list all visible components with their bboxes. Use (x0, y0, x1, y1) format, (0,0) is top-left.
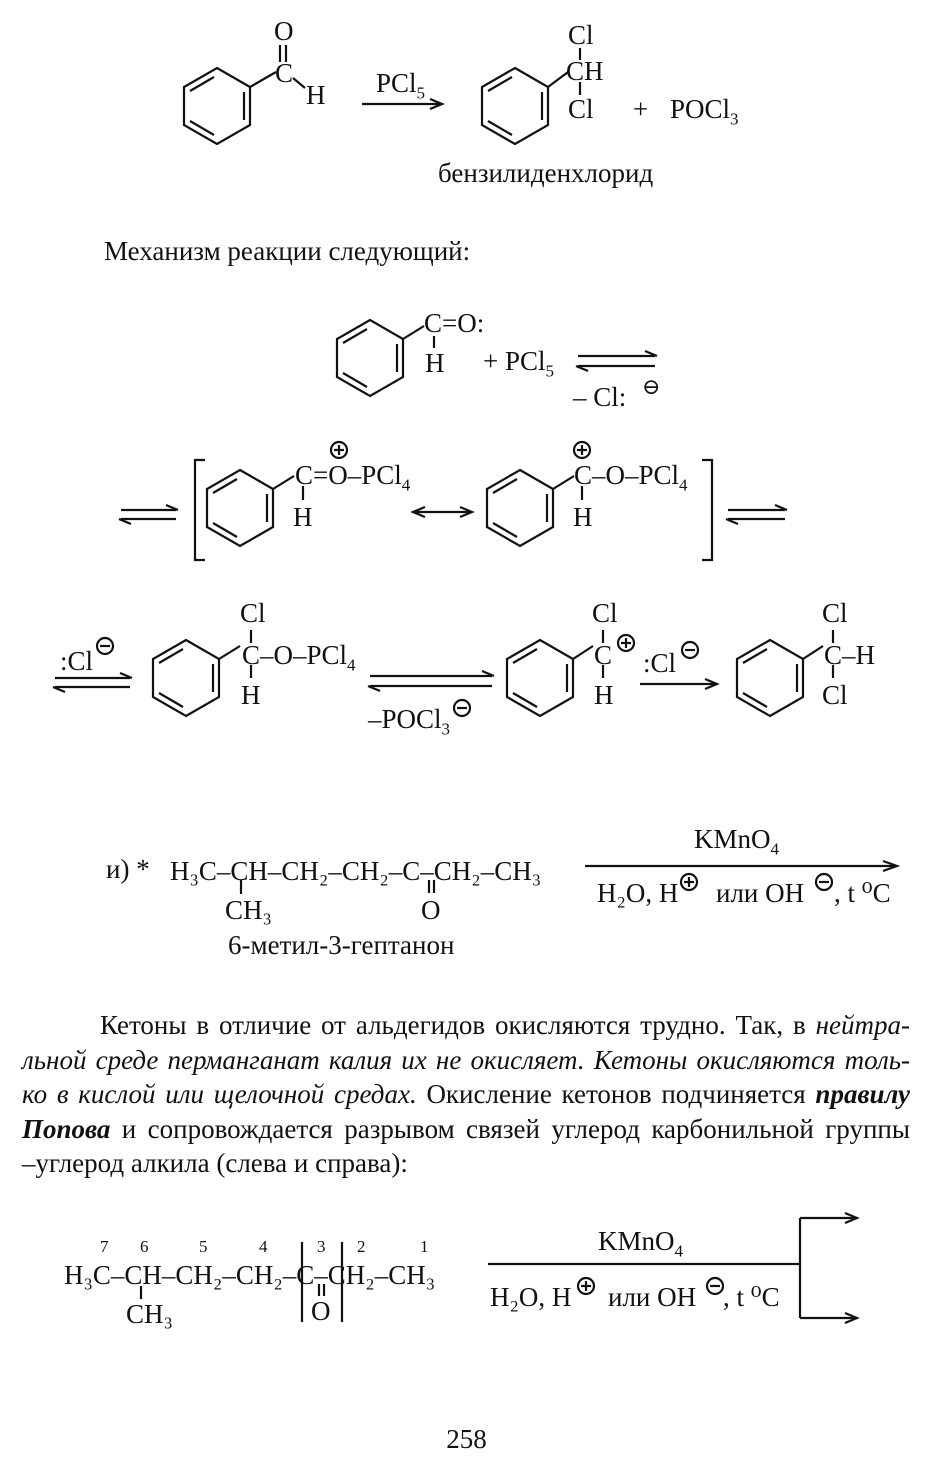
benzene-ring (735, 638, 805, 718)
benzene-ring (151, 638, 221, 718)
step1-h: H (425, 348, 445, 378)
intermediate-cl: Cl (240, 598, 266, 628)
carbocation-cl: Cl (592, 598, 618, 628)
example-name: 6-метил-3-гептанон (228, 930, 455, 960)
example-reagent-bottom-2: или OH (716, 878, 805, 908)
carbocation-h: H (594, 680, 614, 710)
resonance-2: C–O–PCl4 (574, 460, 688, 495)
benzene-ring (480, 66, 550, 146)
numbered-carbonyl-o: O (311, 1296, 331, 1326)
final-cl-bottom: Cl (822, 680, 848, 710)
example-branch: CH₃ (225, 895, 272, 925)
final-cl-top: Cl (822, 598, 848, 628)
product-cl-bottom: Cl (568, 94, 594, 124)
carbon-number-3: 3 (317, 1237, 326, 1256)
reagent-pcl5: PCl5 (376, 68, 426, 103)
numbered-reagent-bottom-3: , t ⁰C (723, 1282, 780, 1312)
benzene-ring (335, 318, 405, 398)
numbered-formula: H₃C–CH–CH₂–CH₂–C–CH₂–CH₃ (64, 1260, 436, 1290)
example-formula: H₃C–CH–CH₂–CH₂–C–CH₂–CH₃ (170, 856, 542, 886)
chloride-attack: :Cl (60, 646, 94, 676)
carbocation-c: C (594, 640, 613, 670)
numbered-reagent-bottom-2: или OH (608, 1282, 697, 1312)
step1-loss: – Cl: (573, 382, 627, 412)
step1-reagent: + PCl5 (483, 346, 555, 381)
example-reagent-bottom-1: H₂O, H (597, 878, 679, 908)
body-paragraph: Кетоны в отличие от альдегидов окисляютс… (22, 1010, 911, 1178)
resonance-1-h: H (293, 502, 313, 532)
final-c-h: C–H (824, 640, 876, 670)
carbon-number-2: 2 (357, 1237, 366, 1256)
example-label: и) * (106, 854, 150, 884)
numbered-reagent-top: KMnO4 (598, 1226, 684, 1261)
byproduct-pocl3: POCl3 (670, 94, 739, 129)
carbon-number-4: 4 (259, 1237, 268, 1256)
carbon-number-6: 6 (140, 1237, 149, 1256)
page-number: 258 (446, 1424, 487, 1454)
chloride-attack-2: :Cl (643, 648, 677, 678)
aldehyde-h: H (306, 80, 326, 110)
minus-charge-icon: ⊖ (642, 374, 661, 399)
benzene-ring (485, 468, 555, 548)
benzene-ring (505, 638, 575, 718)
resonance-1: C=O–PCl4 (295, 460, 411, 495)
intermediate: C–O–PCl4 (242, 640, 356, 675)
plus-sign: + (633, 94, 649, 124)
numbered-branch: CH₃ (126, 1299, 173, 1329)
aldehyde-c: C (275, 58, 294, 88)
aldehyde-o: O (274, 16, 294, 46)
product-ch: CH (566, 56, 604, 86)
step1-group: C=O: (424, 308, 485, 338)
benzene-ring (205, 468, 275, 548)
benzene-ring (182, 66, 252, 146)
pocl3-loss: –POCl3 (368, 704, 451, 739)
carbon-number-5: 5 (199, 1237, 208, 1256)
product-cl-top: Cl (568, 20, 594, 50)
product-name: бензилиденхлорид (438, 158, 654, 188)
carbon-number-7: 7 (100, 1237, 109, 1256)
intermediate-h: H (241, 680, 261, 710)
example-reagent-bottom-3: , t ⁰C (834, 878, 891, 908)
carbon-number-1: 1 (420, 1237, 429, 1256)
resonance-2-h: H (573, 502, 593, 532)
numbered-reagent-bottom-1: H₂O, H (490, 1282, 572, 1312)
example-carbonyl-o: O (421, 895, 441, 925)
example-reagent-top: KMnO4 (694, 824, 780, 859)
mechanism-intro: Механизм реакции следующий: (104, 236, 471, 266)
